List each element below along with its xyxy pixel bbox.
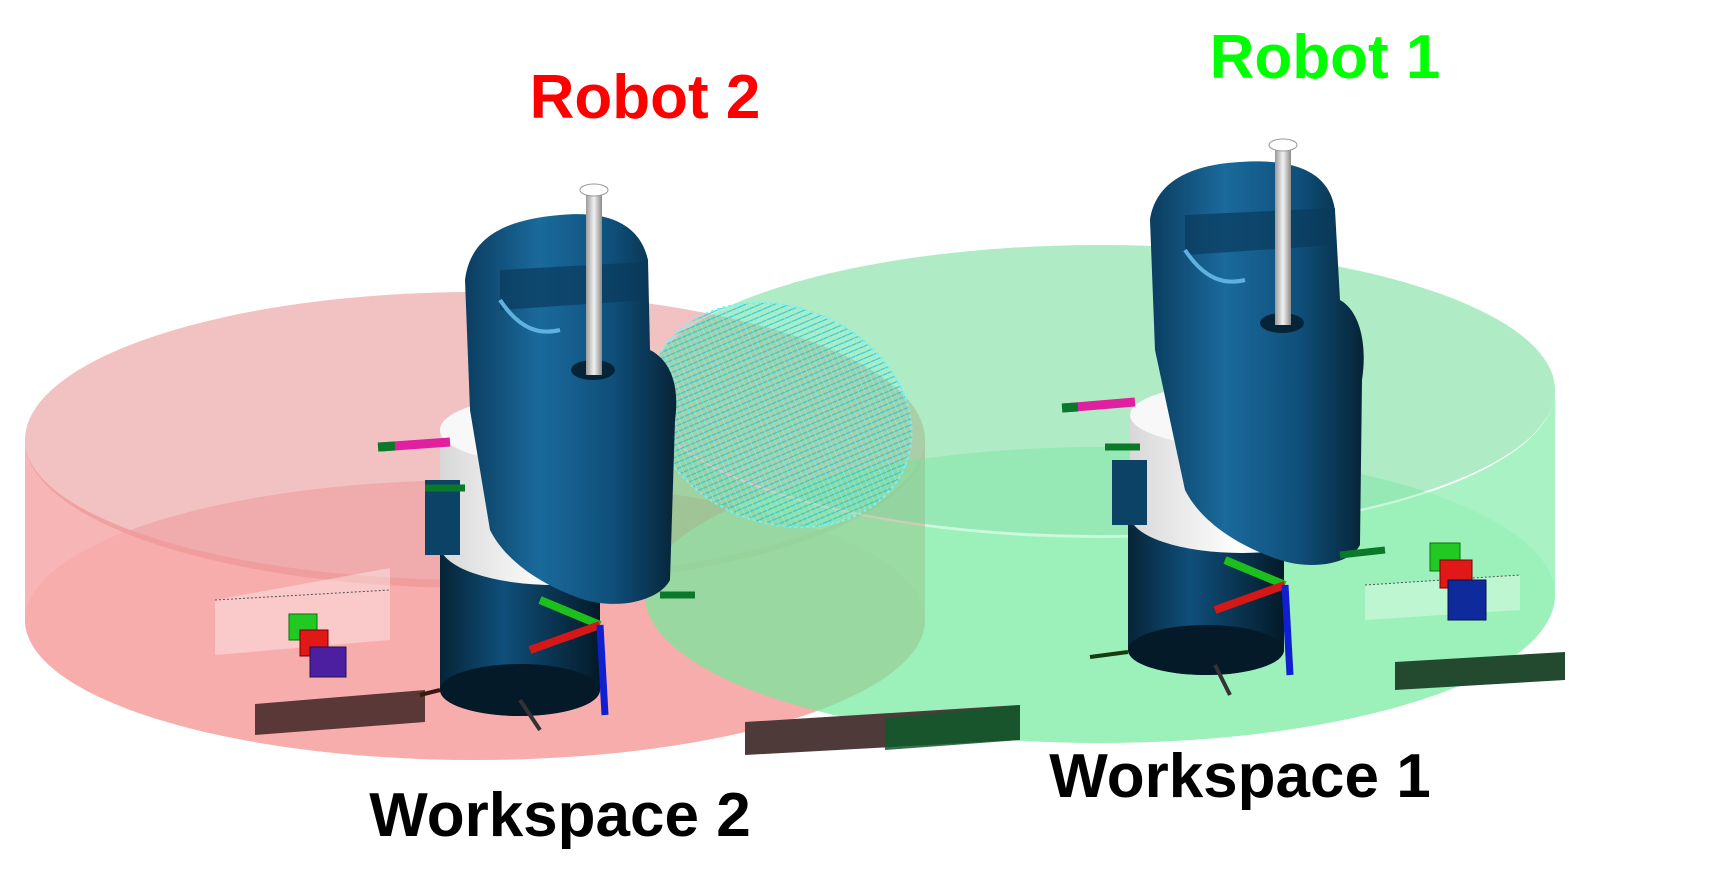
workspace-1-blocks xyxy=(1429,542,1487,621)
workspace-2-conveyor xyxy=(214,568,1020,755)
overlap-region-mesh xyxy=(647,301,913,529)
robot-1 xyxy=(1061,138,1386,696)
workspace-1-label: Workspace 1 xyxy=(1049,742,1430,811)
robot-2-label: Robot 2 xyxy=(530,63,761,132)
robot-2 xyxy=(377,183,695,732)
robot-1-label: Robot 1 xyxy=(1210,23,1441,92)
workspace-2-blocks xyxy=(288,613,347,678)
workspace-2-label: Workspace 2 xyxy=(369,781,750,850)
